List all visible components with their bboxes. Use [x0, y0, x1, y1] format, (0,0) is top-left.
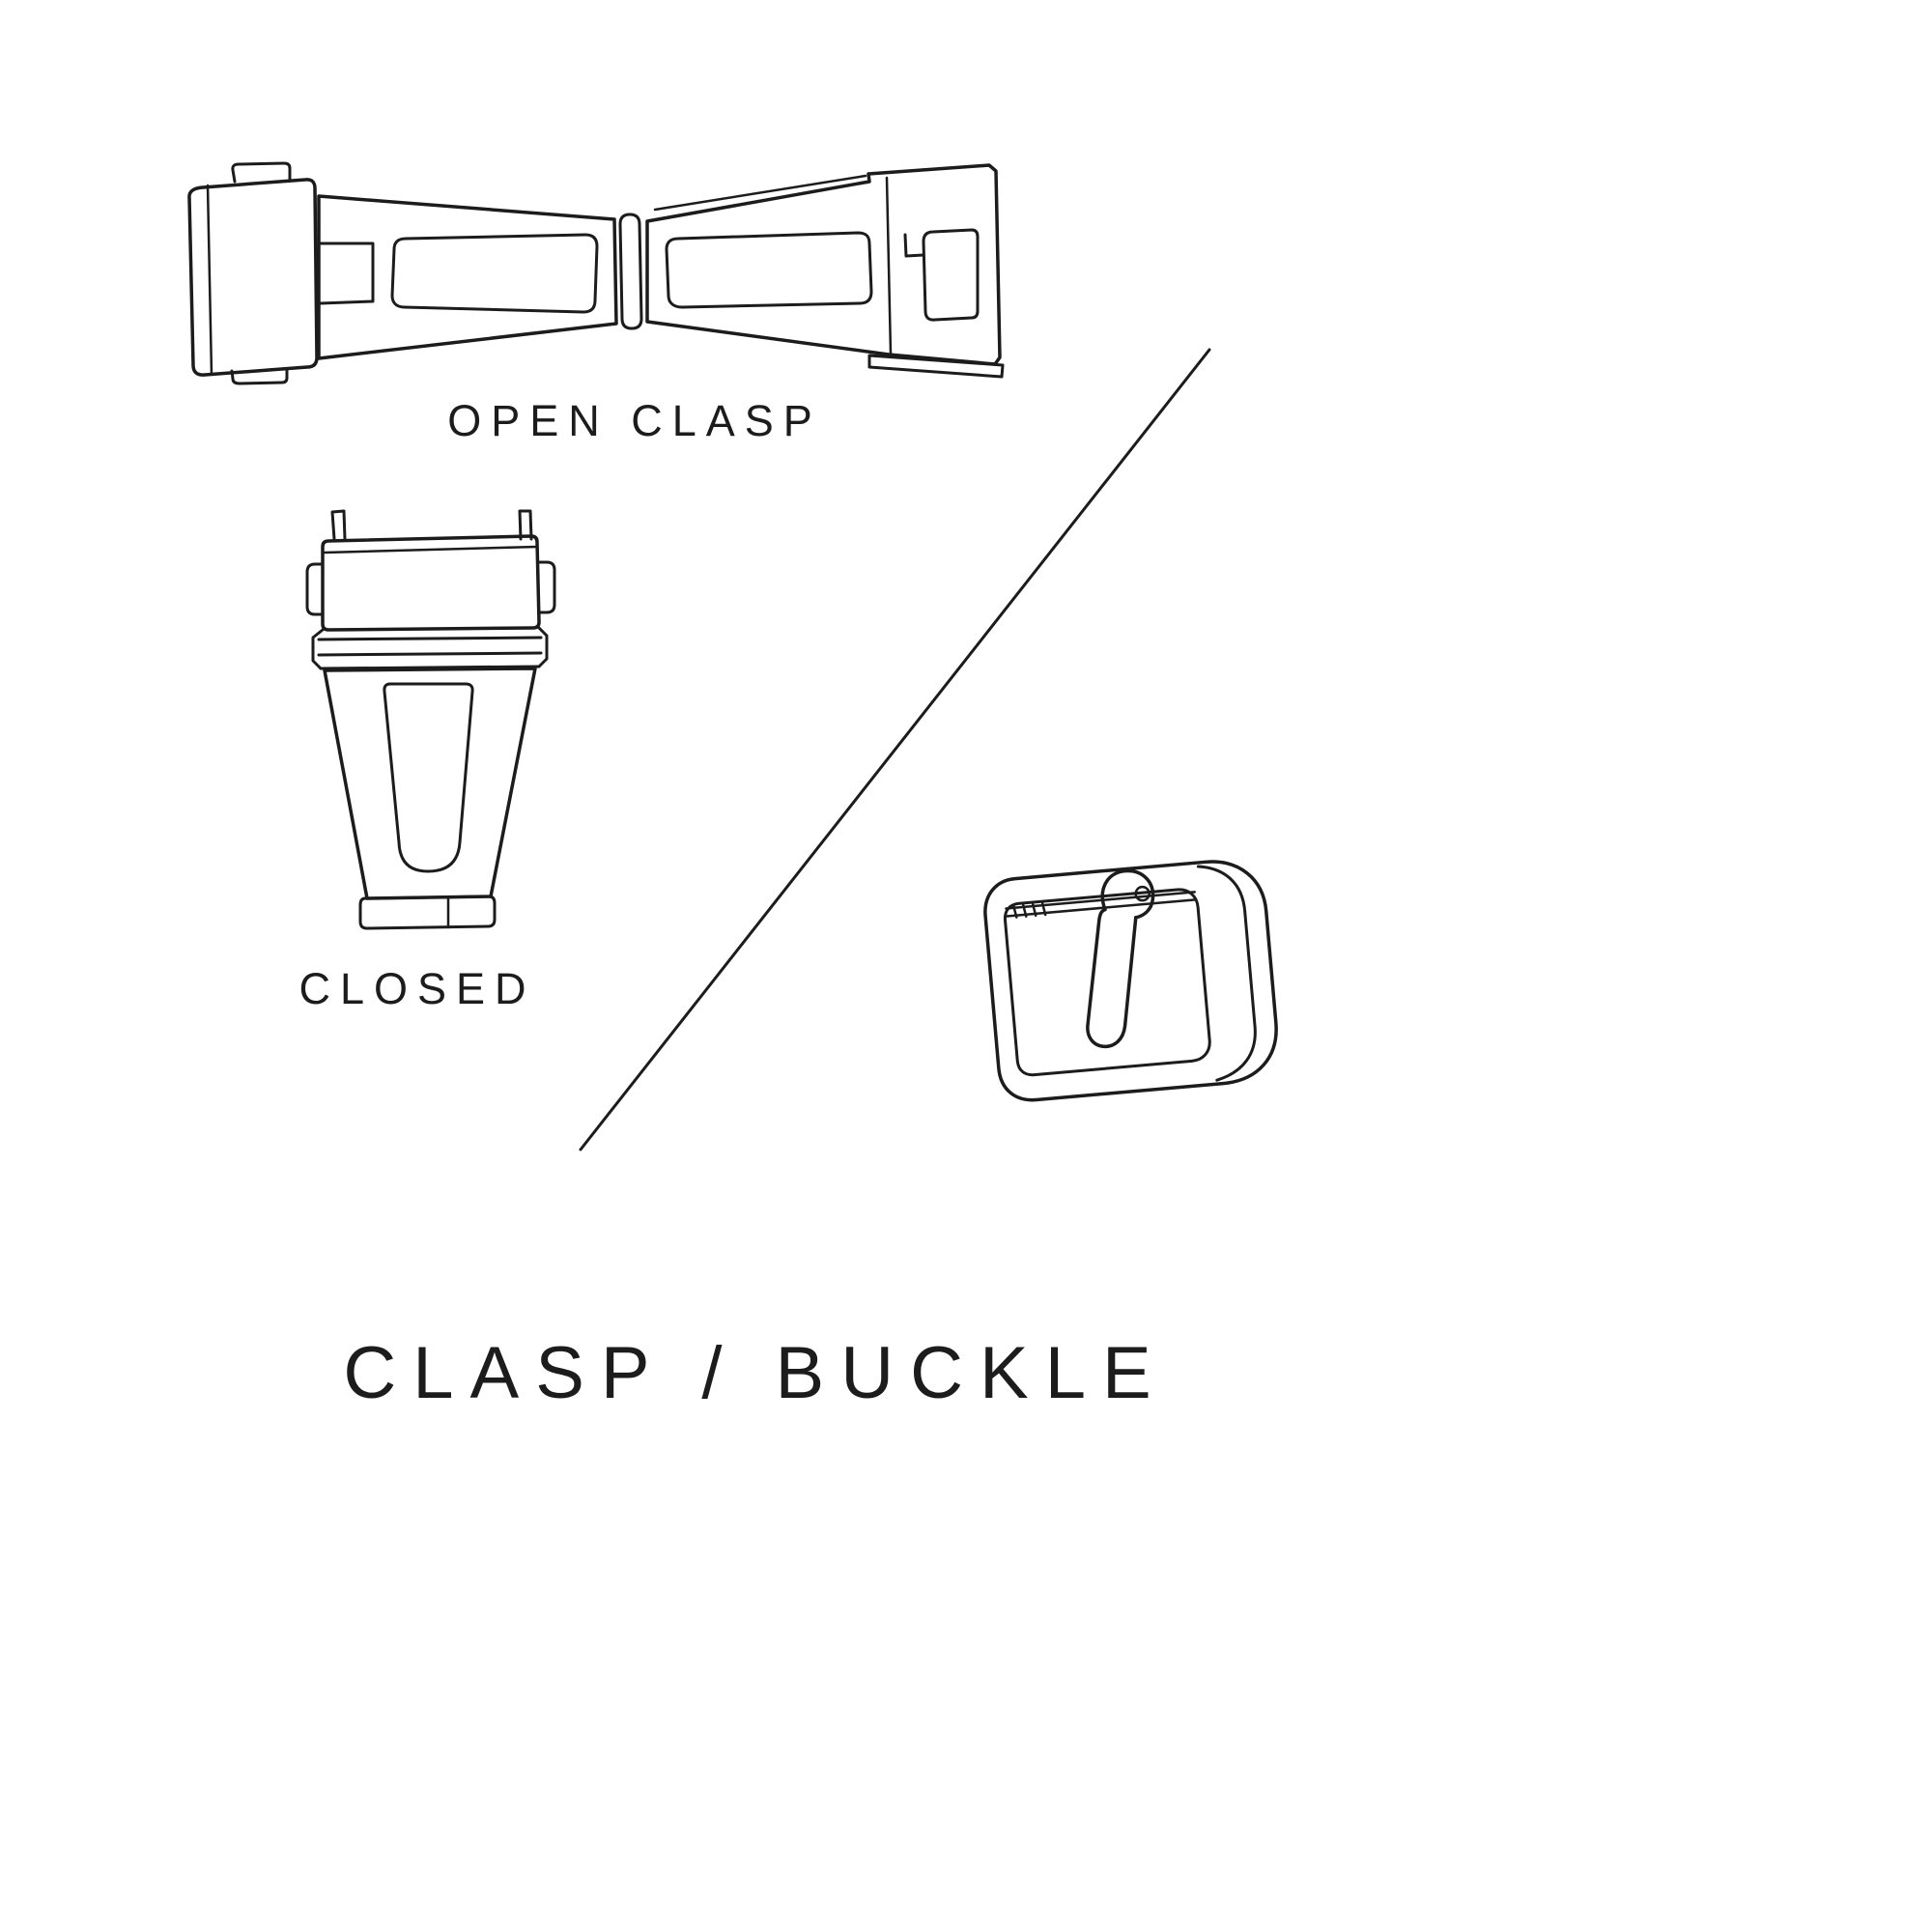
divider-line [579, 348, 1211, 1151]
open-clasp-illustration [187, 161, 1005, 385]
closed-clasp-illustration [305, 509, 556, 930]
buckle-illustration [983, 860, 1278, 1102]
closed-clasp-label: CLOSED [298, 964, 536, 1013]
open-clasp-label: OPEN CLASP [447, 396, 822, 445]
diagram-title: CLASP / BUCKLE [343, 1332, 1168, 1414]
